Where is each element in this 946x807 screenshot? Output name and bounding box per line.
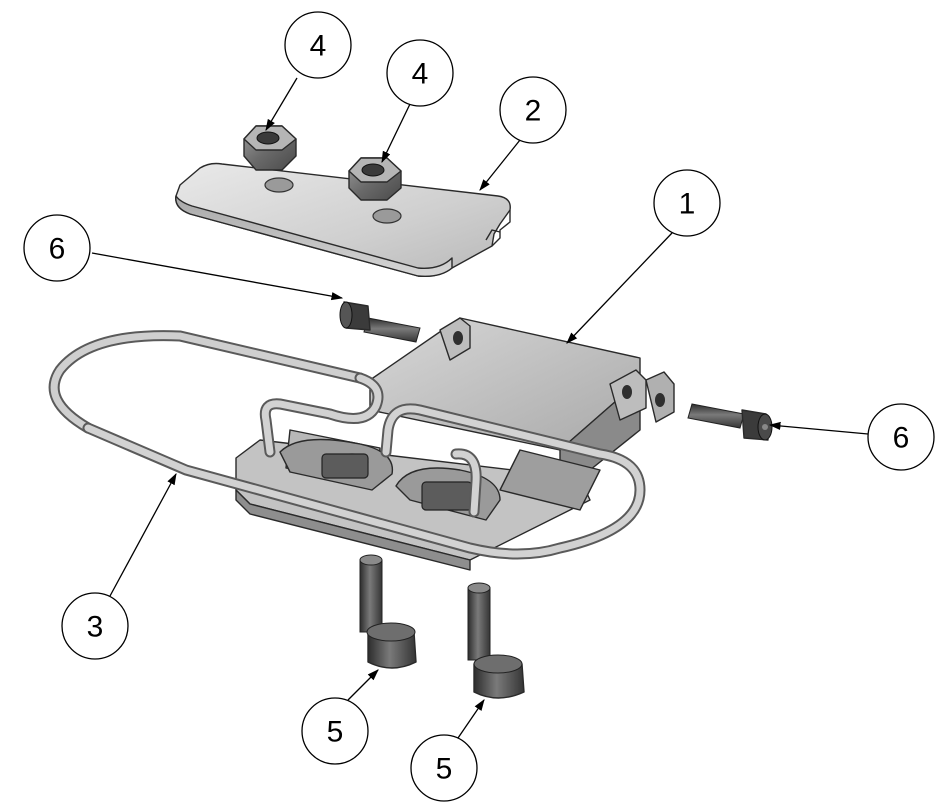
balloon-1: 1 xyxy=(653,169,721,237)
part-4-hex-nut-left xyxy=(243,125,297,171)
balloon-5-right-label: 5 xyxy=(436,753,453,786)
balloon-3-label: 3 xyxy=(87,611,104,644)
part-3-wire-loop-front xyxy=(82,372,646,560)
part-5-cap-screw-right xyxy=(467,582,525,699)
part-5-cap-screw-left xyxy=(359,554,417,669)
balloon-5-left: 5 xyxy=(301,697,369,765)
part-6-cap-screw-left xyxy=(339,301,421,343)
balloon-6-right-label: 6 xyxy=(893,422,910,455)
balloon-5-right: 5 xyxy=(410,734,478,802)
part-4-hex-nut-right xyxy=(348,157,402,201)
balloon-6-left-label: 6 xyxy=(49,233,66,266)
balloon-1-label: 1 xyxy=(679,188,696,221)
balloon-5-left-label: 5 xyxy=(327,716,344,749)
part-6-cap-screw-right xyxy=(687,403,773,441)
balloon-2-label: 2 xyxy=(525,95,542,128)
balloon-4-left: 4 xyxy=(284,11,352,79)
leader-lines xyxy=(91,77,869,739)
balloon-3: 3 xyxy=(61,592,129,660)
part-3-wire-loop-back xyxy=(48,330,366,434)
balloon-4-left-label: 4 xyxy=(310,30,327,63)
balloon-6-left: 6 xyxy=(23,214,91,282)
balloon-2: 2 xyxy=(499,76,567,144)
balloon-6-right: 6 xyxy=(867,403,935,471)
part-1-main-block xyxy=(235,317,675,571)
balloon-4-right: 4 xyxy=(386,39,454,107)
part-2-clamp-plate xyxy=(175,162,511,278)
balloon-4-right-label: 4 xyxy=(412,58,429,91)
